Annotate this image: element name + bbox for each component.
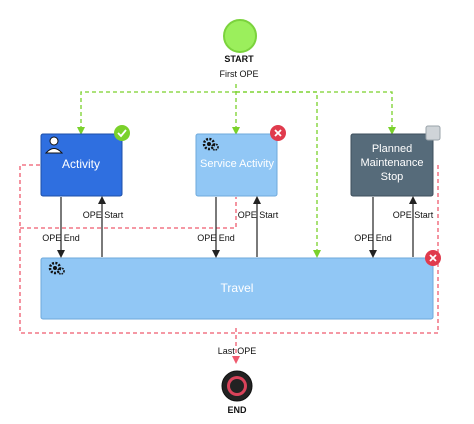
start-node[interactable]	[223, 19, 257, 53]
person-icon	[44, 136, 64, 154]
green-to-travel	[236, 91, 321, 258]
start-label: START	[224, 54, 254, 64]
first-ope-label: First OPE	[219, 69, 258, 79]
check-badge-icon[interactable]	[114, 125, 130, 141]
activity-node[interactable]: Activity	[40, 125, 130, 197]
gear-icon	[48, 261, 65, 275]
travel-label: Travel	[221, 281, 254, 295]
square-badge-icon[interactable]	[425, 125, 441, 141]
ope-arrows	[57, 196, 417, 258]
planned-line1: Planned	[372, 143, 412, 155]
ope-end-label: OPE End	[354, 233, 392, 243]
red-flow-lines	[19, 164, 439, 364]
activity-label: Activity	[62, 157, 100, 171]
ope-start-label: OPE Start	[83, 210, 124, 220]
green-to-planned	[236, 91, 396, 135]
outer-red-loop	[19, 164, 439, 334]
service-activity-node[interactable]: Service Activity	[195, 125, 286, 197]
planned-line2: Maintenance	[361, 157, 424, 169]
service-activity-label: Service Activity	[200, 158, 274, 170]
travel-node[interactable]: Travel	[40, 250, 441, 320]
ope-end-label: OPE End	[197, 233, 235, 243]
last-ope-label: Last OPE	[218, 346, 257, 356]
ope-start-label: OPE Start	[238, 210, 279, 220]
ope-labels: OPE Start OPE End OPE Start OPE End OPE …	[42, 210, 434, 243]
ope-start-label: OPE Start	[393, 210, 434, 220]
green-flow-lines	[77, 84, 396, 258]
planned-line3: Stop	[381, 171, 404, 183]
close-badge-icon[interactable]	[425, 250, 441, 266]
red-link-service	[20, 197, 237, 229]
ope-end-label: OPE End	[42, 233, 80, 243]
green-to-activity	[77, 91, 236, 135]
end-label: END	[227, 405, 247, 415]
planned-maintenance-stop-node[interactable]: Planned Maintenance Stop	[350, 125, 441, 197]
gear-icon	[202, 137, 219, 151]
close-badge-icon[interactable]	[270, 125, 286, 141]
end-node[interactable]	[221, 370, 253, 402]
